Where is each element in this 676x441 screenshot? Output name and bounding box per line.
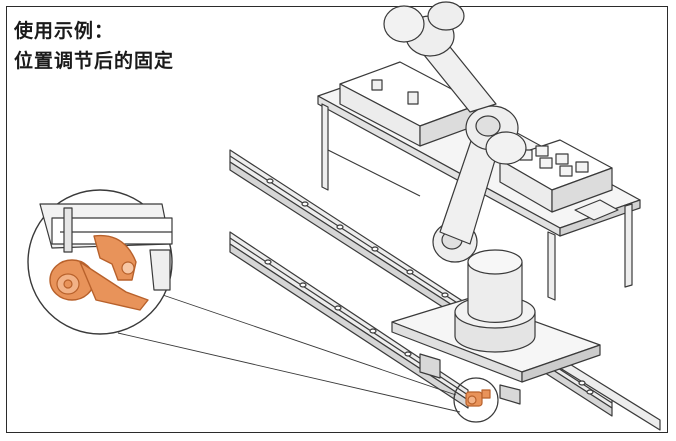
detail-magnifier: [27, 189, 173, 335]
caption-line-2: 位置调节后的固定: [14, 50, 175, 72]
clamp-small: [453, 377, 499, 423]
robot-arm: [383, 1, 536, 353]
caption-line-1: 使用示例：: [14, 20, 115, 42]
caption: 使用示例： 位置调节后的固定: [14, 16, 174, 76]
